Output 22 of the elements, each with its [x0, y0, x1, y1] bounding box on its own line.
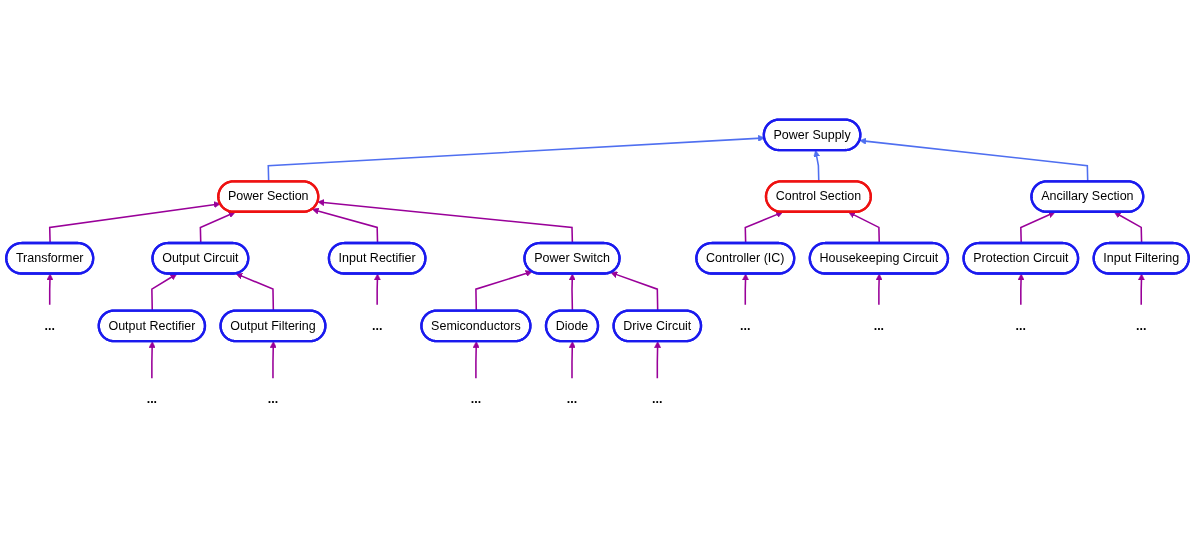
node-text: ... — [371, 318, 383, 333]
node-text: ... — [146, 392, 158, 406]
arrow — [742, 273, 749, 306]
node-text: ... — [740, 318, 751, 333]
node-text: ... — [44, 318, 55, 333]
node-text: ... — [267, 392, 279, 406]
arrow — [568, 341, 576, 379]
node-text: ... — [873, 318, 885, 333]
arrow — [1017, 273, 1025, 306]
arrow — [654, 341, 661, 379]
arrow — [472, 341, 480, 379]
arrow — [269, 341, 277, 379]
node-text: ... — [1136, 318, 1147, 333]
arrow — [148, 341, 156, 379]
arrow — [373, 273, 381, 306]
node-text: ... — [566, 392, 578, 406]
node-text: ... — [1015, 318, 1027, 333]
node-text: ... — [652, 392, 663, 406]
node-text: ... — [470, 392, 482, 406]
arrow — [1138, 273, 1145, 306]
arrow — [875, 273, 883, 306]
arrow — [46, 273, 54, 306]
